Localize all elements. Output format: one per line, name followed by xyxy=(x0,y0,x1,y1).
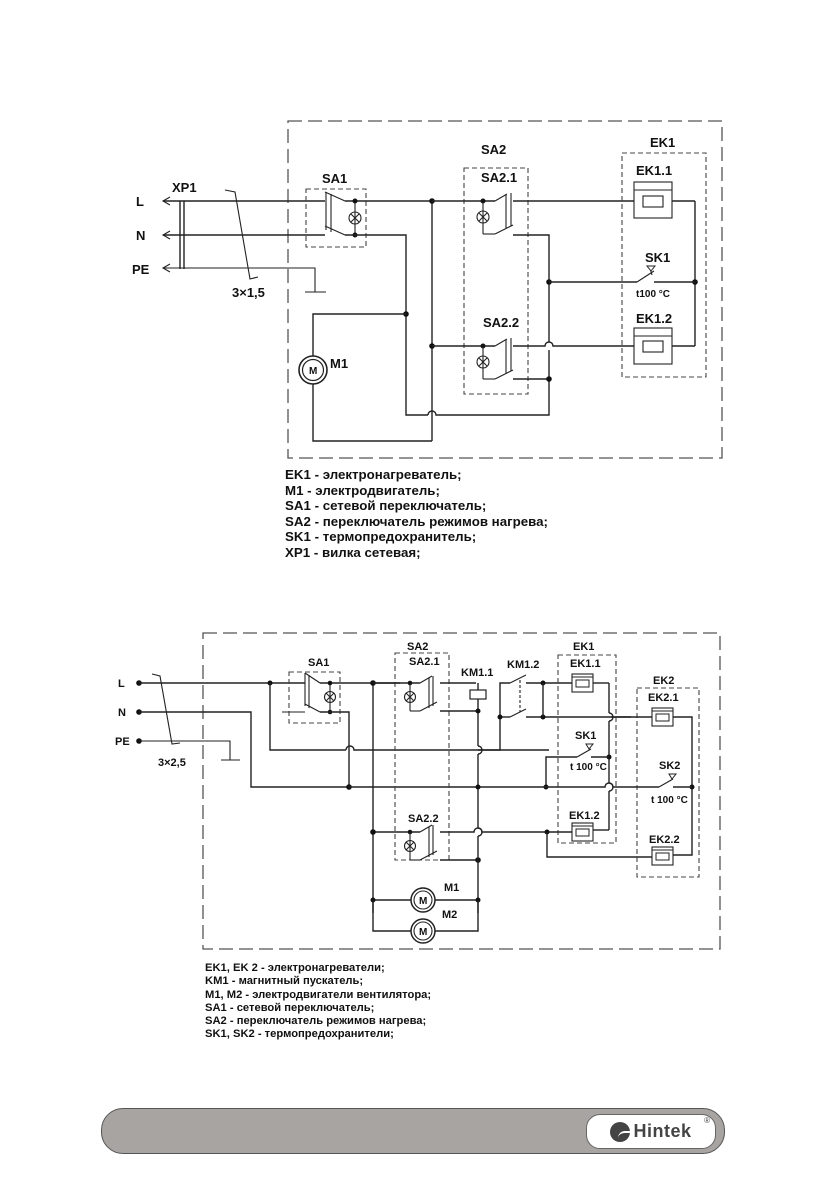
sa1-label-2: SA1 xyxy=(308,657,329,669)
switch-sa2: SA2 SA2.1 SA2.2 xyxy=(432,142,634,395)
legend-item: XP1 - вилка сетевая; xyxy=(285,544,421,560)
device-enclosure-1 xyxy=(287,120,723,459)
sk1-label: SK1 xyxy=(645,250,670,265)
page-footer: Hintek ® xyxy=(101,1108,725,1154)
motor-m1: M M1 xyxy=(298,313,432,442)
sk1-label-2: SK1 xyxy=(575,730,596,742)
diagram-1: L N PE XP1 3×1,5 SA1 xyxy=(132,120,723,459)
sk2-temp-label: t 100 °C xyxy=(651,795,688,806)
motors: M M1 M M2 xyxy=(370,882,481,944)
sa1-label: SA1 xyxy=(322,171,347,186)
ek2-2-label: EK2.2 xyxy=(649,834,680,846)
motor-m1-symbol: M xyxy=(309,366,317,377)
sa2-1-label: SA2.1 xyxy=(481,170,517,185)
motor-m1-label: M1 xyxy=(330,356,348,371)
cable-mark-2 xyxy=(151,673,181,745)
terminal-label-pe: PE xyxy=(132,262,150,277)
km1-2-label: KM1.2 xyxy=(507,659,539,671)
legend-diagram-2: EK1, EK 2 - электронагреватели; KM1 - ма… xyxy=(205,962,431,1042)
ek2-1-label: EK2.1 xyxy=(648,692,679,704)
terminal-label-n: N xyxy=(136,228,145,243)
terminal-label-l-2: L xyxy=(118,678,125,690)
sk1-temp-label-2: t 100 °C xyxy=(570,762,607,773)
ek1-label: EK1 xyxy=(650,135,675,150)
heater-ek1-2: EK1 EK1.1 EK1.2 xyxy=(544,641,617,844)
legend-item: SA1 - сетевой переключатель; xyxy=(285,498,487,514)
plug-label: XP1 xyxy=(172,180,197,195)
plug-xp1: L N PE XP1 3×1,5 xyxy=(132,180,265,300)
thermostat-sk1-2: SK1 t 100 °C xyxy=(543,730,609,790)
cable-label: 3×1,5 xyxy=(232,285,265,300)
ek1-1-label-2: EK1.1 xyxy=(570,658,601,670)
sa2-2-label-2: SA2.2 xyxy=(408,813,439,825)
ek1-label-2: EK1 xyxy=(573,641,594,653)
legend-item: M1 - электродвигатель; xyxy=(285,482,440,498)
contactor-km1: KM1.1 KM1.2 xyxy=(461,659,631,913)
thermostat-sk1: SK1 t100 °C xyxy=(549,250,695,300)
legend-item: SA1 - сетевой переключатель; xyxy=(205,1001,375,1014)
lamp-icon xyxy=(348,211,362,225)
switch-sa2-2: SA2 SA2.1 SA2.2 xyxy=(370,641,547,863)
cable-label-2: 3×2,5 xyxy=(158,757,186,769)
legend-item: SA2 - переключатель режимов нагрева; xyxy=(205,1015,427,1028)
heater-ek1: EK1 EK1.1 EK1.2 xyxy=(621,135,707,378)
coil-km1-1 xyxy=(469,689,487,700)
heater-ek2: EK2 EK2.1 EK2.2 xyxy=(546,675,700,878)
switch-sa1: SA1 xyxy=(305,171,432,416)
sk2-label: SK2 xyxy=(659,760,680,772)
motor-m1-2-symbol: M xyxy=(419,896,427,907)
legend-item: SK1 - термопредохранитель; xyxy=(285,529,477,545)
brand-logo: Hintek ® xyxy=(586,1114,716,1149)
device-enclosure-2 xyxy=(202,632,721,950)
registered-mark: ® xyxy=(704,1116,710,1125)
brand-name: Hintek xyxy=(633,1121,692,1141)
brand-mark-icon xyxy=(610,1121,631,1142)
legend-diagram-1: EK1 - электронагреватель; M1 - электродв… xyxy=(285,467,548,561)
legend-item: KM1 - магнитный пускатель; xyxy=(205,975,364,988)
sa2-1-label-2: SA2.1 xyxy=(409,656,440,668)
sa2-label-2: SA2 xyxy=(407,641,428,653)
motor-m2-label: M2 xyxy=(442,909,457,921)
heater-ek1-1 xyxy=(633,181,673,219)
motor-m2-symbol: M xyxy=(419,927,427,938)
legend-item: EK1 - электронагреватель; xyxy=(285,467,462,482)
ek1-2-label: EK1.2 xyxy=(636,311,672,326)
terminal-label-l: L xyxy=(136,194,144,209)
diagram-2: L N PE 3×2,5 SA1 xyxy=(115,632,721,950)
switch-sa1-2: SA1 xyxy=(267,657,549,787)
terminal-label-n-2: N xyxy=(118,707,126,719)
legend-item: EK1, EK 2 - электронагреватели; xyxy=(205,962,385,974)
sa2-2-label: SA2.2 xyxy=(483,315,519,330)
legend-item: M1, M2 - электродвигатели вентилятора; xyxy=(205,988,432,1001)
sa2-label: SA2 xyxy=(481,142,506,157)
km1-1-label: KM1.1 xyxy=(461,667,493,679)
terminal-label-pe-2: PE xyxy=(115,736,130,748)
legend-item: SK1, SK2 - термопредохранители; xyxy=(205,1028,394,1041)
thermostat-sk2: SK2 t 100 °C xyxy=(540,760,692,806)
sk1-temp-label: t100 °C xyxy=(636,289,670,300)
ek2-label: EK2 xyxy=(653,675,674,687)
legend-item: SA2 - переключатель режимов нагрева; xyxy=(285,513,548,529)
ek1-1-label: EK1.1 xyxy=(636,163,672,178)
motor-m1-2-label: M1 xyxy=(444,882,459,894)
ek1-2-label-2: EK1.2 xyxy=(569,810,600,822)
